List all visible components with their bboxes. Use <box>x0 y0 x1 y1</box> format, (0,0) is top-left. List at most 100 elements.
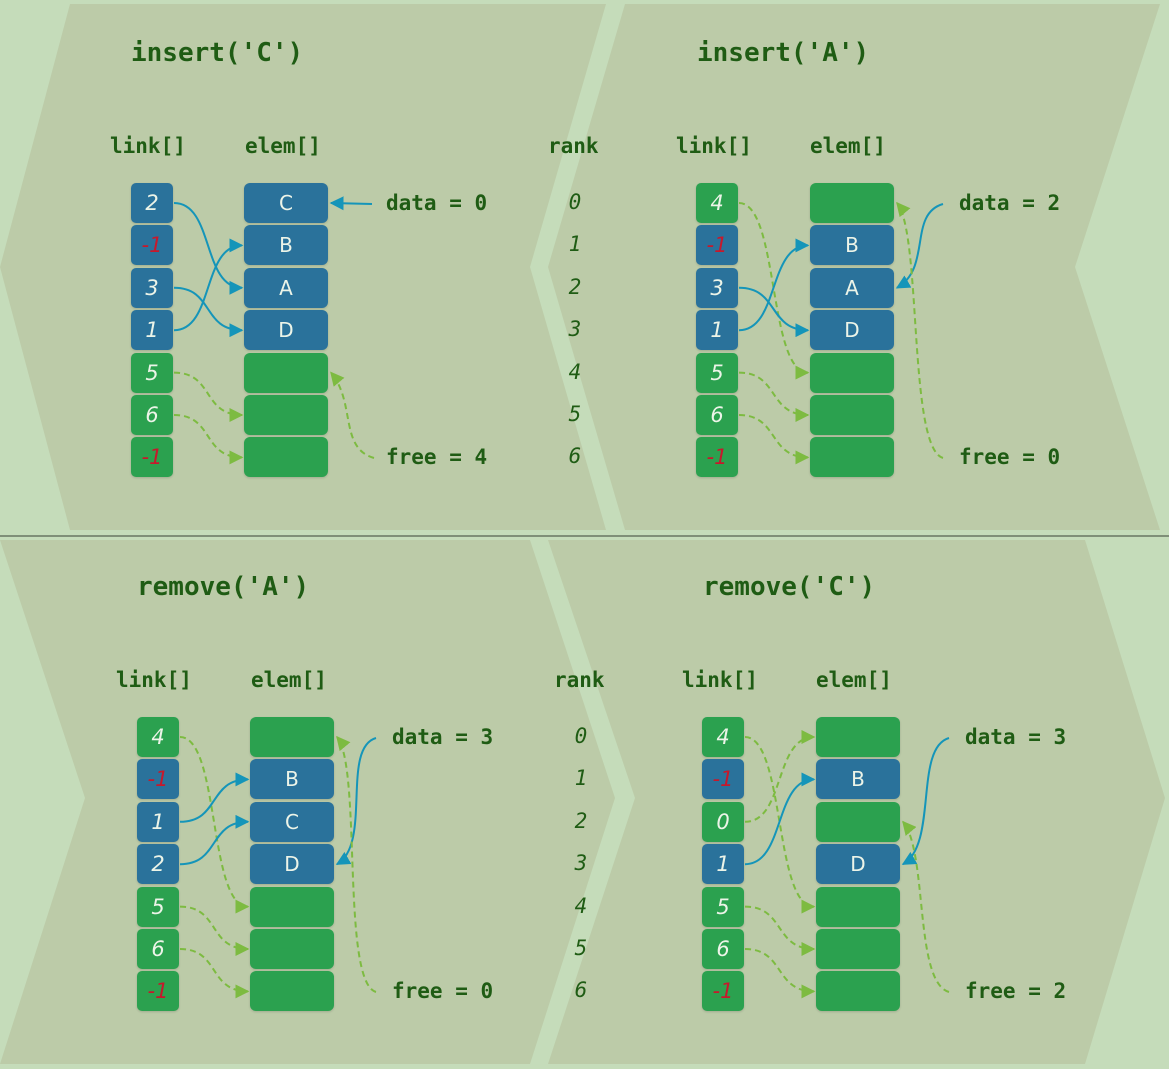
free-pointer-label: free = 4 <box>386 445 488 469</box>
link-value: -1 <box>141 445 163 470</box>
link-cell: 3 <box>696 267 738 308</box>
link-value: 6 <box>716 937 730 961</box>
link-value: 3 <box>145 275 159 300</box>
link-value: 5 <box>151 894 165 919</box>
rank-number: 4 <box>574 893 588 918</box>
rank-number: 6 <box>574 978 588 1003</box>
elem-header: elem[] <box>245 134 321 158</box>
rank-number: 0 <box>568 190 582 214</box>
link-arrow <box>744 948 816 999</box>
link-cell: -1 <box>131 225 173 266</box>
data-pointer-arrow <box>329 196 373 211</box>
link-header: link[] <box>676 134 752 158</box>
elem-value: B <box>285 767 299 792</box>
link-value: -1 <box>712 767 734 792</box>
link-value: 2 <box>145 191 159 215</box>
elem-cell: D <box>810 310 894 351</box>
rank-header: rank <box>554 668 605 692</box>
link-value: 1 <box>151 809 165 834</box>
link-value: 0 <box>716 809 730 834</box>
link-value: 5 <box>716 894 730 919</box>
link-cell: 1 <box>702 844 744 885</box>
elem-value: C <box>285 809 299 834</box>
link-cell: 6 <box>696 395 738 435</box>
elem-cell: D <box>816 844 900 885</box>
rank-number: 5 <box>574 936 588 960</box>
free-pointer-arrow <box>330 371 375 459</box>
link-value: 6 <box>145 403 159 427</box>
link-value: -1 <box>706 445 728 470</box>
link-value: 2 <box>151 852 165 877</box>
link-cell: 4 <box>137 717 179 757</box>
elem-value: D <box>850 852 866 877</box>
free-pointer-label: free = 0 <box>959 445 1061 469</box>
rank-number: 6 <box>568 444 582 469</box>
link-arrow <box>179 814 250 866</box>
link-cell: 1 <box>696 310 738 351</box>
link-cell: 5 <box>131 352 173 393</box>
data-pointer-arrow <box>901 737 950 866</box>
link-arrow <box>744 905 816 956</box>
free-pointer-arrow <box>336 735 377 993</box>
link-value: -1 <box>147 979 169 1004</box>
panel-title: remove('C') <box>703 572 876 602</box>
link-arrow <box>173 238 244 332</box>
link-cell: 5 <box>702 886 744 927</box>
link-cell: 2 <box>137 844 179 885</box>
elem-value: D <box>844 318 860 343</box>
link-arrow <box>173 371 244 422</box>
link-cell: 5 <box>137 886 179 927</box>
free-pointer-arrow <box>902 820 950 993</box>
data-pointer-label: data = 3 <box>965 725 1067 749</box>
link-cell: 0 <box>702 801 744 842</box>
data-pointer-label: data = 3 <box>392 725 494 749</box>
link-cell: 2 <box>131 183 173 223</box>
elem-value: B <box>279 233 293 258</box>
link-arrow <box>738 286 810 338</box>
elem-header: elem[] <box>251 668 327 692</box>
link-arrow <box>179 736 250 914</box>
link-cell: -1 <box>137 971 179 1012</box>
elem-cell <box>816 801 900 842</box>
elem-cell: B <box>810 225 894 266</box>
elem-cell: C <box>250 801 334 842</box>
link-cell: 4 <box>696 183 738 223</box>
elem-value: C <box>279 191 293 215</box>
link-cell: 6 <box>137 929 179 969</box>
link-cell: 4 <box>702 717 744 757</box>
data-pointer-label: data = 0 <box>386 191 488 215</box>
elem-value: B <box>851 767 865 792</box>
link-value: -1 <box>141 233 163 258</box>
link-value: -1 <box>147 767 169 792</box>
elem-cell <box>244 395 328 435</box>
elem-cell <box>250 971 334 1012</box>
link-value: 6 <box>710 403 724 427</box>
link-value: 1 <box>716 852 730 877</box>
rank-number: 2 <box>574 808 588 833</box>
rank-header: rank <box>548 134 599 158</box>
elem-cell: D <box>250 844 334 885</box>
data-pointer-arrow <box>335 737 377 866</box>
rank-number: 2 <box>568 274 582 299</box>
elem-cell <box>244 437 328 478</box>
link-value: 4 <box>710 191 724 215</box>
elem-cell <box>810 395 894 435</box>
elem-cell: A <box>244 267 328 308</box>
panel-title: insert('A') <box>697 38 870 68</box>
link-cell: -1 <box>696 437 738 478</box>
elem-cell <box>816 929 900 969</box>
link-header: link[] <box>116 668 192 692</box>
elem-value: A <box>845 275 859 300</box>
rank-number: 3 <box>568 317 582 342</box>
link-cell: 6 <box>131 395 173 435</box>
link-value: 4 <box>716 725 730 749</box>
link-value: 5 <box>710 360 724 385</box>
link-value: 1 <box>145 318 159 343</box>
link-cell: -1 <box>702 759 744 800</box>
free-pointer-label: free = 2 <box>965 979 1067 1003</box>
rank-number: 5 <box>568 402 582 426</box>
link-arrow <box>173 414 244 465</box>
link-arrow <box>738 371 810 422</box>
link-value: 5 <box>145 360 159 385</box>
